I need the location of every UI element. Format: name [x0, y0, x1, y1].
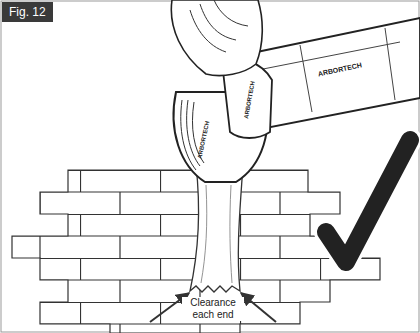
clearance-label: Clearance each end — [182, 297, 244, 321]
motor-lines — [258, 28, 400, 112]
clearance-arrow — [241, 293, 276, 322]
slot-inner-line — [201, 185, 232, 283]
check-mark — [326, 140, 410, 262]
hand-fingers — [190, 0, 248, 52]
hand — [171, 0, 262, 76]
figure-number: Fig. 12 — [2, 2, 53, 22]
wall-slot — [190, 165, 243, 292]
check-mark — [326, 140, 410, 262]
